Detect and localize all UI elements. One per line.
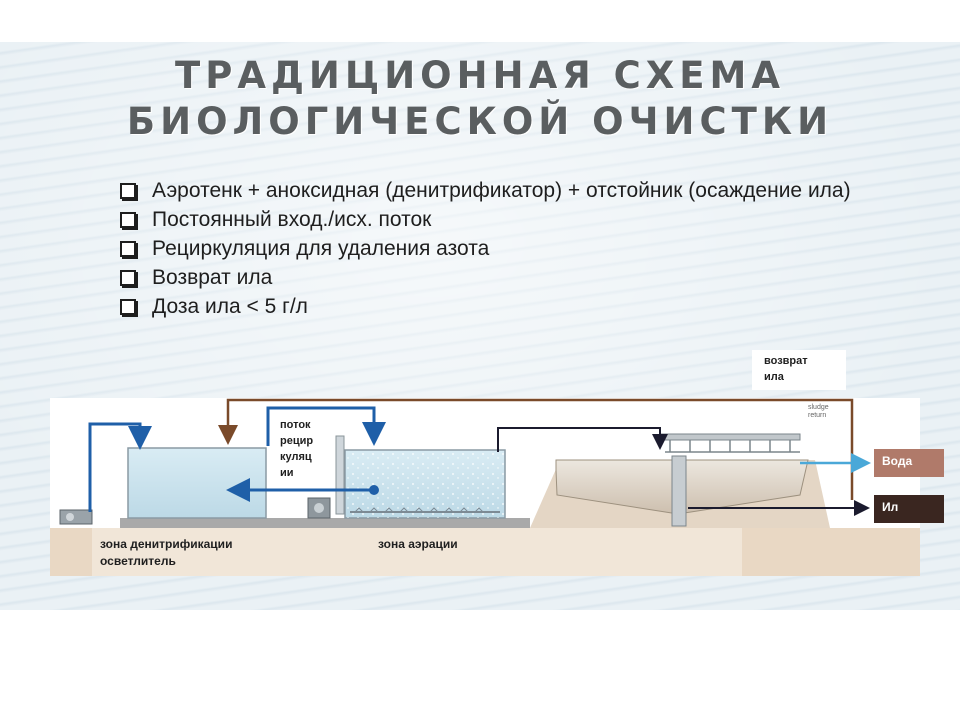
zone-label-band (92, 528, 742, 576)
aeration-tank (335, 435, 506, 519)
zone-denitrification-label: зона денитрификации (100, 537, 233, 551)
transfer-pipe (266, 406, 386, 446)
bullet-item: Аэротенк + аноксидная (денитрификатор) +… (118, 176, 918, 205)
sludge-return-small-line1: sludge (808, 404, 829, 411)
mixed-liquor-pipe (497, 427, 668, 452)
return-sludge-label-line1: возврат (764, 355, 808, 367)
sludge-return-small-label: sludge return (808, 404, 829, 420)
return-sludge-pipe (218, 398, 854, 500)
sludge-out-tag: Ил (874, 495, 944, 523)
sludge-return-small-line2: return (808, 412, 827, 419)
blower-icon (307, 497, 331, 519)
slide-title-line1: ТРАДИЦИОННАЯ СХЕМА (174, 54, 785, 97)
return-sludge-label-box: возврат ила (752, 350, 846, 390)
checkbox-bullet-icon (120, 270, 136, 286)
zone-aeration-label: зона аэрации (378, 537, 458, 551)
recirculation-label-line3: куляц (280, 451, 312, 463)
clarifier (530, 433, 830, 528)
bullet-text: Доза ила < 5 г/л (152, 295, 308, 318)
return-sludge-label-line2: ила (764, 371, 784, 383)
checkbox-bullet-icon (120, 241, 136, 257)
bullet-item: Постоянный вход./исх. поток (118, 205, 918, 234)
bullet-item: Возврат ила (118, 263, 918, 292)
bullet-text: Постоянный вход./исх. поток (152, 208, 432, 231)
recirculation-label-box: поток рецир куляц ии (272, 414, 328, 488)
bullet-text: Аэротенк + аноксидная (денитрификатор) +… (152, 179, 851, 202)
bullet-item: Доза ила < 5 г/л (118, 292, 918, 321)
bullet-item: Рециркуляция для удаления азота (118, 234, 918, 263)
pump-icon (59, 509, 93, 525)
bullet-text: Рециркуляция для удаления азота (152, 237, 490, 260)
clarifier-label: осветлитель (100, 554, 176, 568)
aerator-diffuser-icon (350, 507, 500, 513)
checkbox-bullet-icon (120, 299, 136, 315)
denitrification-tank (127, 447, 267, 519)
recirculation-label-line4: ии (280, 467, 294, 479)
bullet-text: Возврат ила (152, 266, 273, 289)
inflow-pipe (88, 422, 152, 512)
recirculation-pump-icon (369, 485, 379, 495)
tank-base-slab (120, 518, 530, 528)
water-out-tag: Вода (874, 449, 944, 477)
recirculation-label-line2: рецир (280, 435, 314, 447)
checkbox-bullet-icon (120, 212, 136, 228)
recirculation-label-line1: поток (280, 419, 311, 431)
slide-title-line2: БИОЛОГИЧЕСКОЙ ОЧИСТКИ (126, 100, 834, 143)
bullet-list: Аэротенк + аноксидная (денитрификатор) +… (118, 176, 918, 321)
checkbox-bullet-icon (120, 183, 136, 199)
